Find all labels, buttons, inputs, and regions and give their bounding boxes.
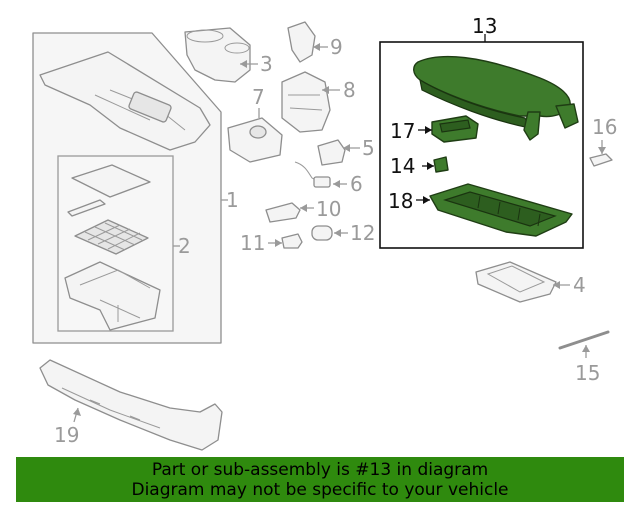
grid-tray-part [74,219,149,255]
callout-13: 13 [472,14,497,38]
clip-part[interactable] [433,156,449,173]
callout-19: 19 [54,423,79,447]
side-panel-part [39,359,223,451]
callout-15: 15 [575,361,600,385]
callout-14: 14 [390,154,415,178]
connector-part [313,176,331,188]
callout-11: 11 [240,231,265,255]
console-top-trim [39,51,211,151]
tray-mat-part [475,261,557,303]
info-banner: Part or sub-assembly is #13 in diagram D… [16,457,624,502]
lid-hinge-part [523,111,541,141]
strip-part [67,199,106,217]
pin-part [589,153,613,167]
callout-17: 17 [390,119,415,143]
callout-12: 12 [350,221,375,245]
socket-part [281,233,303,249]
mat-part [71,164,151,198]
shifter-part [281,71,331,133]
callout-8: 8 [343,78,356,102]
banner-line-2: Diagram may not be specific to your vehi… [131,480,509,500]
connector-wire [294,161,321,183]
callout-2: 2 [178,234,191,258]
shift-knob-part [287,21,316,63]
usb-port-part [265,202,301,223]
console-assembly-group [32,32,222,344]
callout-6: 6 [350,172,363,196]
callout-1: 1 [226,188,239,212]
armrest-assembly-group: 13 17 14 18 [379,14,584,249]
callout-9: 9 [330,35,343,59]
callout-5: 5 [362,136,375,160]
storage-bin-part [64,261,161,331]
callout-7: 7 [252,85,265,109]
parts-diagram: 1 2 3 9 8 7 5 6 10 11 12 [32,14,617,451]
cup-holder-part [184,27,251,83]
banner-line-1: Part or sub-assembly is #13 in diagram [151,460,489,480]
switch-part [317,139,346,166]
callout-3: 3 [260,52,273,76]
rod-part [558,330,610,350]
grommet-part [311,225,333,241]
callout-10: 10 [316,197,341,221]
callout-4: 4 [573,273,586,297]
callout-18: 18 [388,189,413,213]
callout-16: 16 [592,115,617,139]
lid-latch-part [555,103,579,129]
control-module-part [227,117,283,163]
